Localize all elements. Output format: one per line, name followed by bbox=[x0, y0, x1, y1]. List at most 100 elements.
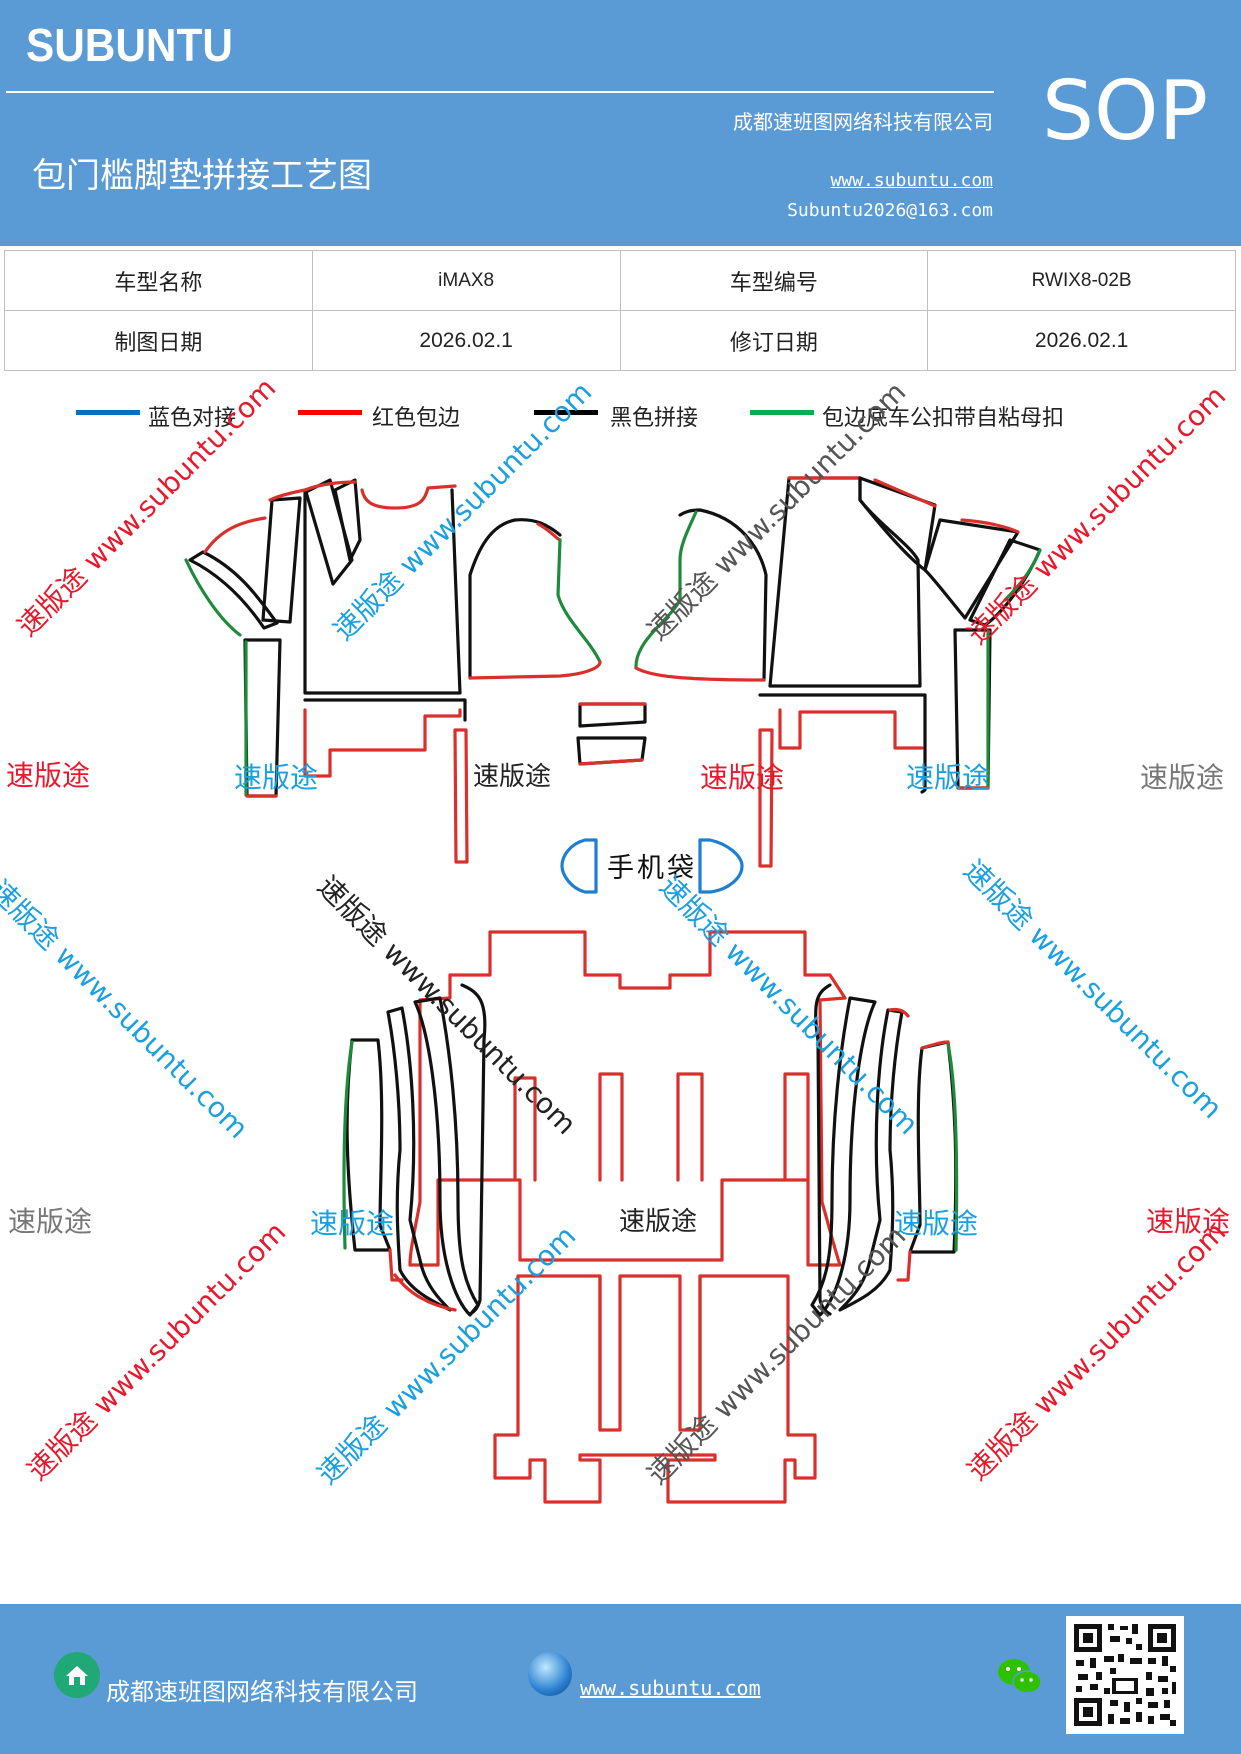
front-right-side-a-red bbox=[873, 478, 937, 508]
front-right-lower-black bbox=[758, 693, 927, 794]
front-right-lower-red bbox=[778, 708, 924, 750]
second-row-slot-left bbox=[513, 1076, 537, 1182]
legend-swatch-red bbox=[298, 410, 362, 415]
front-left-mat bbox=[184, 478, 469, 864]
right-sill-outer-green bbox=[946, 1042, 959, 1252]
phone-bag bbox=[560, 838, 744, 894]
header-company: 成都速班图网络科技有限公司 bbox=[733, 110, 993, 134]
right-sill-mid bbox=[838, 1008, 904, 1312]
third-row-mat bbox=[493, 1274, 817, 1504]
front-left-door-strip bbox=[453, 728, 469, 864]
front-left-mat-outline bbox=[303, 488, 462, 695]
watermark-short: 速版途 bbox=[906, 761, 991, 794]
right-sill-mid-red bbox=[888, 1007, 910, 1018]
center-right-black bbox=[678, 508, 768, 682]
header-website-link[interactable]: www.subuntu.com bbox=[830, 170, 993, 191]
center-right-red-bottom bbox=[634, 666, 766, 682]
legend-label: 黑色拼接 bbox=[610, 406, 699, 431]
table-row: 车型名称 iMAX8 车型编号 RWIX8-02B bbox=[4, 250, 1236, 311]
center-console-mats bbox=[576, 702, 647, 766]
watermark-short: 速版途 bbox=[894, 1207, 979, 1240]
footer-company: 成都速班图网络科技有限公司 bbox=[106, 1678, 418, 1706]
qr-code[interactable] bbox=[1066, 1616, 1184, 1734]
model-name-label: 车型名称 bbox=[4, 250, 313, 311]
center-left-green bbox=[556, 538, 602, 664]
footer-banner: 成都速班图网络科技有限公司 www.subuntu.com bbox=[0, 1604, 1241, 1754]
watermark-short: 速版途 bbox=[8, 1205, 93, 1238]
second-row-slot-a bbox=[598, 1072, 624, 1182]
front-right-side-a bbox=[858, 476, 937, 572]
legend-label: 蓝色对接 bbox=[148, 406, 237, 431]
front-left-mat-top bbox=[360, 484, 457, 510]
front-left-side-black-c bbox=[333, 478, 362, 562]
right-sill-inner bbox=[810, 996, 877, 1317]
second-row-main-outline bbox=[408, 930, 847, 1267]
front-right-sill-green bbox=[1003, 548, 1042, 602]
console-piece-top bbox=[578, 702, 647, 728]
revise-date-label: 修订日期 bbox=[619, 310, 929, 371]
console-piece-bottom-red bbox=[578, 758, 644, 766]
front-center-mark: 速版途 bbox=[473, 762, 551, 792]
second-row-slot-right bbox=[783, 1072, 810, 1182]
legend-swatch-green bbox=[750, 410, 814, 415]
phone-bag-left bbox=[560, 838, 598, 894]
footer-website-link[interactable]: www.subuntu.com bbox=[580, 1676, 761, 1700]
center-left-black bbox=[468, 518, 562, 680]
second-row-right-seam bbox=[814, 983, 832, 1316]
left-sill-outer-green bbox=[342, 1040, 354, 1250]
front-left-sill-strip bbox=[188, 550, 279, 630]
front-left-lower-black bbox=[303, 698, 467, 722]
center-left-curve-mat bbox=[468, 518, 602, 680]
second-row-left-sill bbox=[342, 996, 480, 1317]
header-divider bbox=[6, 91, 994, 93]
center-left-red-bottom bbox=[468, 660, 602, 680]
front-right-door-strip bbox=[758, 728, 774, 868]
sop-badge: SOP bbox=[1042, 64, 1209, 159]
legend-swatch-blue bbox=[76, 410, 140, 415]
wechat-icon bbox=[996, 1656, 1044, 1698]
home-icon bbox=[54, 1652, 100, 1698]
center-right-curve-mat bbox=[634, 508, 768, 682]
left-sill-mid bbox=[386, 1006, 452, 1312]
watermark-short: 速版途 bbox=[1146, 1205, 1231, 1238]
legend-label: 红色包边 bbox=[372, 406, 461, 431]
phone-bag-label: 手机袋 bbox=[607, 853, 697, 884]
draw-date-label: 制图日期 bbox=[4, 310, 313, 371]
watermark-short: 速版途 bbox=[700, 761, 785, 794]
third-row-outline bbox=[493, 1274, 817, 1504]
left-sill-red-bottom bbox=[388, 1248, 404, 1282]
front-right-mat bbox=[758, 476, 1042, 868]
second-row-right-sill bbox=[810, 996, 959, 1317]
rear-center-mark: 速版途 bbox=[619, 1207, 697, 1237]
revise-date-value: 2026.02.1 bbox=[927, 310, 1236, 371]
center-right-green bbox=[634, 510, 698, 670]
watermark-short: 速版途 bbox=[1140, 761, 1225, 794]
legend-swatch-black bbox=[534, 410, 598, 415]
front-right-side-b-red bbox=[960, 518, 1020, 534]
phone-bag-right bbox=[698, 838, 744, 894]
watermark-short: 速版途 bbox=[310, 1207, 395, 1240]
globe-icon bbox=[528, 1652, 572, 1696]
front-left-green-edge bbox=[184, 558, 242, 637]
floor-mat-diagram: 手机袋 速版途 速版途 bbox=[184, 476, 1042, 1504]
front-left-red-top bbox=[203, 480, 357, 554]
table-row: 制图日期 2026.02.1 修订日期 2026.02.1 bbox=[4, 310, 1236, 371]
document-title: 包门槛脚垫拼接工艺图 bbox=[32, 156, 372, 196]
model-name-value: iMAX8 bbox=[311, 250, 621, 311]
front-left-lower-red bbox=[303, 708, 462, 778]
watermark-short: 速版途 bbox=[6, 759, 91, 792]
vehicle-info-table: 车型名称 iMAX8 车型编号 RWIX8-02B 制图日期 2026.02.1… bbox=[4, 250, 1236, 371]
brand-logo: SUBUNTU bbox=[26, 19, 233, 71]
model-code-label: 车型编号 bbox=[619, 250, 929, 311]
model-code-value: RWIX8-02B bbox=[927, 250, 1236, 311]
watermark-short: 速版途 bbox=[234, 761, 319, 794]
header-email: Subuntu2026@163.com bbox=[787, 200, 993, 221]
header-banner: SUBUNTU 成都速班图网络科技有限公司 包门槛脚垫拼接工艺图 www.sub… bbox=[0, 0, 1241, 246]
front-left-side-black-a bbox=[261, 496, 302, 624]
right-sill-outer-red bbox=[920, 1040, 950, 1050]
left-sill-inner bbox=[413, 996, 480, 1317]
second-row-slot-b bbox=[676, 1072, 704, 1182]
draw-date-value: 2026.02.1 bbox=[311, 310, 621, 371]
front-right-side-b bbox=[923, 518, 1020, 620]
legend-label: 包边底车公扣带自粘母扣 bbox=[822, 406, 1065, 431]
